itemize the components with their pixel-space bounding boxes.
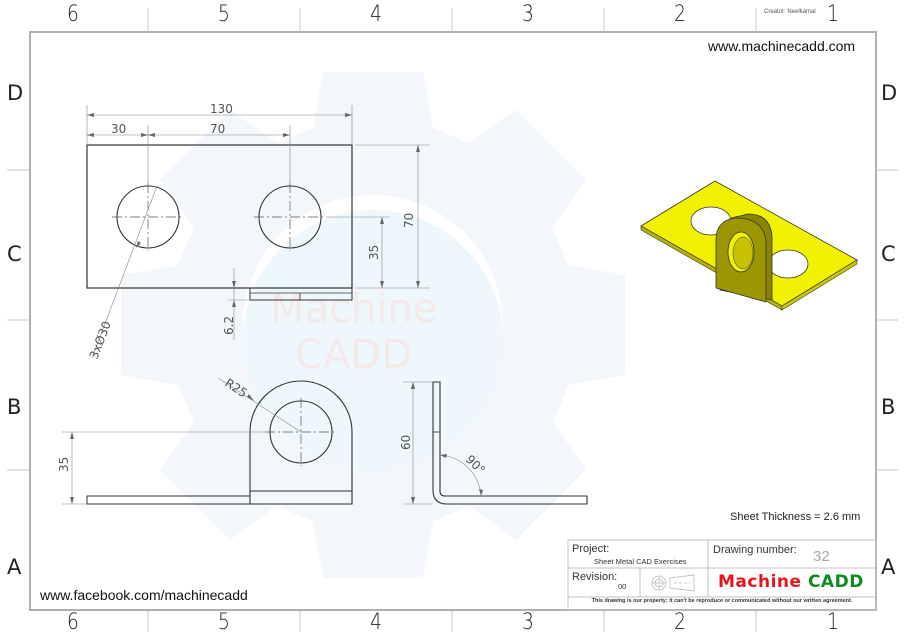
- title-block-grid: [567, 539, 877, 611]
- zone-bottom-3: 3: [522, 610, 534, 635]
- zone-bottom-2: 2: [674, 610, 686, 635]
- zone-right-D: D: [881, 81, 898, 105]
- zone-left-B: B: [7, 395, 22, 419]
- dim-flange-offset: 6.2: [222, 316, 236, 335]
- drawing-number-value: 32: [813, 548, 830, 565]
- zone-top-2: 2: [674, 2, 686, 27]
- zone-right-B: B: [881, 395, 896, 419]
- brand-part-2: CADD: [807, 572, 864, 592]
- dim-edge-to-hole: 30: [111, 122, 126, 136]
- watermark-text-1: Machine: [270, 286, 437, 332]
- watermark-text-2: CADD: [295, 332, 412, 378]
- revision-label: Revision:: [572, 571, 618, 583]
- website-link[interactable]: www.machinecadd.com: [708, 38, 856, 54]
- dim-hole-spacing: 70: [210, 122, 225, 136]
- zone-bottom-4: 4: [370, 610, 382, 635]
- zone-top-5: 5: [218, 2, 230, 27]
- project-label: Project:: [572, 543, 610, 555]
- zone-dividers: [7, 8, 898, 632]
- zone-bottom-1: 1: [827, 610, 839, 635]
- zone-bottom-5: 5: [218, 610, 230, 635]
- dim-overall-length: 130: [210, 102, 233, 116]
- sheet-thickness-note: Sheet Thickness = 2.6 mm: [730, 511, 861, 523]
- zone-bottom-6: 6: [67, 610, 79, 635]
- dim-width: 70: [402, 213, 416, 228]
- zone-top-1: 1: [827, 2, 839, 27]
- drawing-number-label: Drawing number:: [713, 544, 797, 556]
- zone-left-A: A: [7, 555, 22, 579]
- creator-label: Creator: Neelkamal: [764, 9, 816, 15]
- brand-part-1: Machine: [718, 572, 802, 592]
- brand-logo: Machine CADD: [718, 572, 864, 592]
- dim-hole-height: 35: [367, 245, 381, 260]
- zone-top-4: 4: [370, 2, 382, 27]
- zone-left-C: C: [7, 242, 22, 266]
- drawing-frame: [29, 31, 877, 611]
- zone-right-C: C: [881, 242, 896, 266]
- hole-callout: 3xØ30: [87, 319, 114, 361]
- disclaimer: This drawing is our property; it can't b…: [591, 598, 853, 604]
- isometric-view: [640, 180, 858, 311]
- zone-left-D: D: [7, 81, 24, 105]
- revision-value: 00: [618, 582, 627, 591]
- dim-tab-height: 60: [399, 435, 413, 450]
- top-view: 130 30 70 70 35 6.2 3xØ30: [86, 102, 430, 361]
- project-value: Sheet Metal CAD Exercises: [594, 557, 687, 566]
- projection-symbol-icon: [651, 574, 695, 592]
- title-block: Project: Sheet Metal CAD Exercises Drawi…: [568, 540, 876, 610]
- zone-top-6: 6: [67, 2, 79, 27]
- zone-top-3: 3: [522, 2, 534, 27]
- facebook-link[interactable]: www.facebook.com/machinecadd: [40, 587, 248, 603]
- dim-front-hole-height: 35: [57, 457, 71, 472]
- zone-right-A: A: [881, 555, 896, 579]
